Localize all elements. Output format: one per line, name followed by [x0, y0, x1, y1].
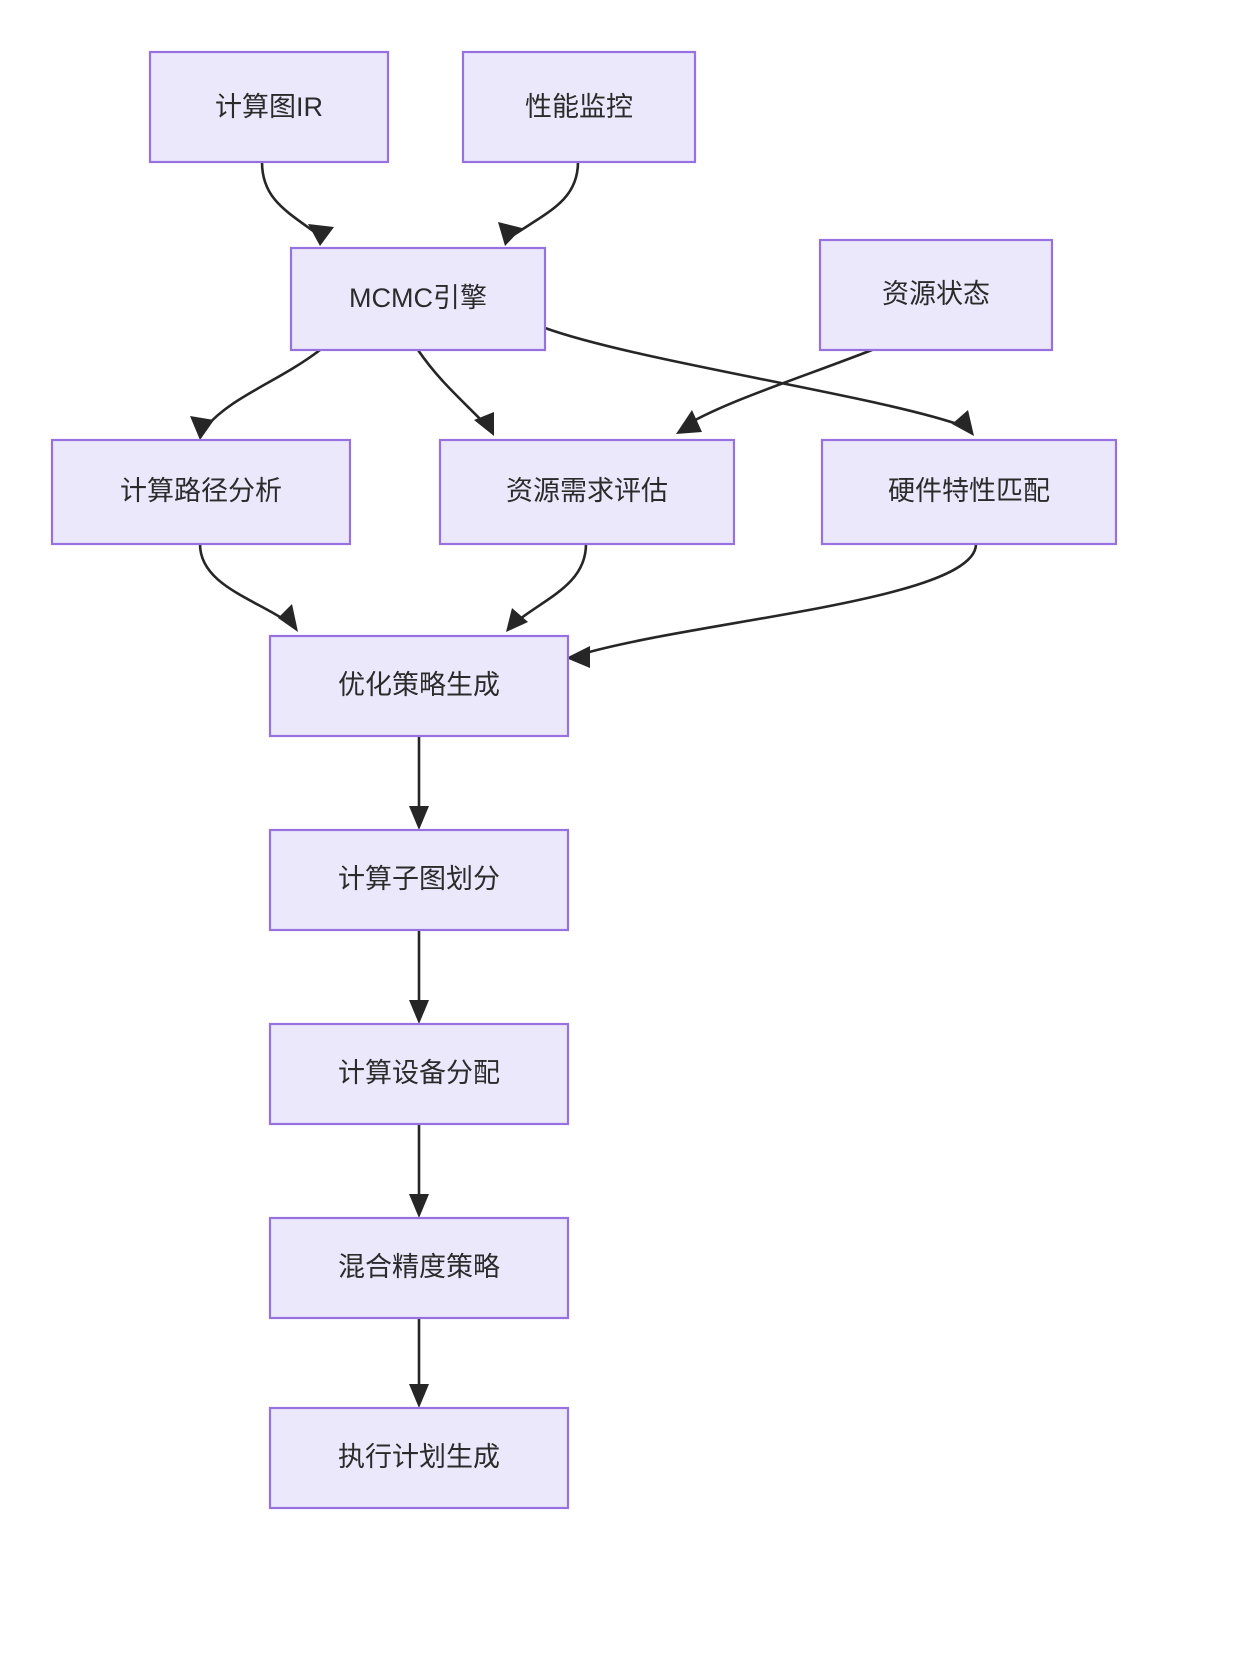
node-strategy-gen-box[interactable] [268, 634, 570, 738]
node-subgraph-part-label: 计算子图划分 [338, 864, 500, 894]
edge-device-alloc-to-mixed-precision [409, 1124, 429, 1218]
node-layer: 计算图IR 性能监控 MCMC引擎 资源状态 计算路径分析 资源需求评估 [50, 50, 1118, 1510]
node-hw-matching-box[interactable] [820, 438, 1118, 546]
edge-resource-state-to-resource-eval [676, 348, 873, 434]
node-perf-monitor-box[interactable] [461, 50, 697, 164]
node-hw-matching-label: 硬件特性匹配 [888, 476, 1050, 506]
node-mixed-precision-box[interactable] [268, 1216, 570, 1320]
node-path-analysis-label: 计算路径分析 [120, 476, 282, 506]
node-subgraph-part-box[interactable] [268, 828, 570, 932]
edge-mcmc-engine-to-hw-matching [544, 326, 974, 436]
node-device-alloc-box[interactable] [268, 1022, 570, 1126]
edge-layer [190, 161, 978, 1408]
node-exec-plan-box[interactable] [268, 1406, 570, 1510]
edge-perf-monitor-to-mcmc-engine [498, 161, 580, 246]
edge-strategy-gen-to-subgraph-part [409, 736, 429, 830]
node-device-alloc-label: 计算设备分配 [338, 1058, 500, 1088]
node-resource-state[interactable]: 资源状态 [818, 238, 1054, 352]
node-graph-ir-box[interactable] [148, 50, 390, 164]
node-mcmc-engine-box[interactable] [289, 246, 547, 352]
node-subgraph-part[interactable]: 计算子图划分 [268, 828, 570, 932]
node-graph-ir-label: 计算图IR [215, 92, 323, 122]
node-hw-matching[interactable]: 硬件特性匹配 [820, 438, 1118, 546]
node-strategy-gen[interactable]: 优化策略生成 [268, 634, 570, 738]
node-exec-plan-label: 执行计划生成 [338, 1442, 500, 1472]
node-perf-monitor-label: 性能监控 [525, 92, 633, 122]
node-strategy-gen-label: 优化策略生成 [338, 670, 500, 700]
edge-resource-eval-to-strategy-gen [506, 543, 588, 632]
edge-mcmc-engine-to-resource-eval [416, 349, 494, 436]
edge-graph-ir-to-mcmc-engine [260, 161, 334, 246]
node-mcmc-engine[interactable]: MCMC引擎 [289, 246, 547, 352]
node-resource-eval-label: 资源需求评估 [506, 476, 668, 506]
edge-subgraph-part-to-device-alloc [409, 930, 429, 1024]
node-resource-eval[interactable]: 资源需求评估 [438, 438, 736, 546]
node-resource-eval-box[interactable] [438, 438, 736, 546]
node-path-analysis-box[interactable] [50, 438, 352, 546]
node-mixed-precision-label: 混合精度策略 [338, 1252, 500, 1282]
edge-mixed-precision-to-exec-plan [409, 1318, 429, 1408]
node-mixed-precision[interactable]: 混合精度策略 [268, 1216, 570, 1320]
edge-path-analysis-to-strategy-gen [198, 543, 298, 632]
edge-mcmc-engine-to-path-analysis [190, 348, 321, 440]
node-device-alloc[interactable]: 计算设备分配 [268, 1022, 570, 1126]
node-graph-ir[interactable]: 计算图IR [148, 50, 390, 164]
node-mcmc-engine-label: MCMC引擎 [349, 283, 487, 313]
node-path-analysis[interactable]: 计算路径分析 [50, 438, 352, 546]
node-resource-state-label: 资源状态 [882, 279, 990, 309]
node-exec-plan[interactable]: 执行计划生成 [268, 1406, 570, 1510]
node-resource-state-box[interactable] [818, 238, 1054, 352]
edge-hw-matching-to-strategy-gen [566, 543, 978, 668]
node-perf-monitor[interactable]: 性能监控 [461, 50, 697, 164]
